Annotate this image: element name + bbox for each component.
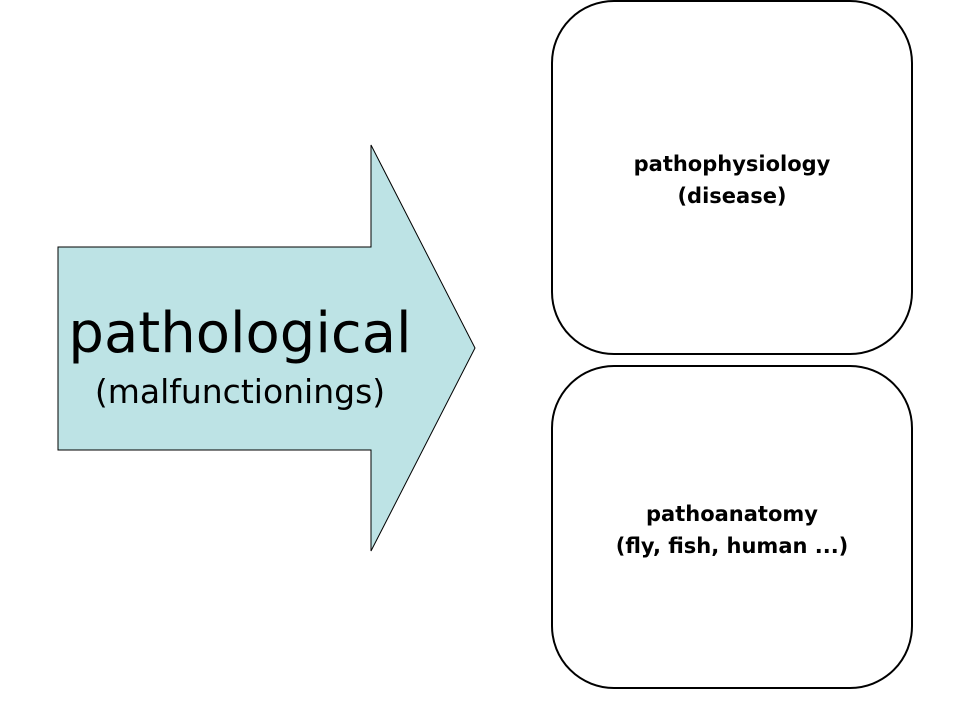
- box-pathoanatomy-frame: [551, 365, 913, 689]
- arrow-title: pathological: [68, 301, 411, 366]
- box-pathoanatomy: pathoanatomy (fly, fish, human ...): [551, 365, 913, 689]
- box-pathophysiology: pathophysiology (disease): [551, 0, 913, 355]
- arrow-shape: pathological (malfunctionings): [57, 144, 476, 552]
- arrow-subtitle: (malfunctionings): [95, 372, 385, 411]
- box-pathoanatomy-title: pathoanatomy: [646, 502, 818, 526]
- box-pathophysiology-subtitle: (disease): [677, 184, 786, 208]
- box-pathophysiology-frame: [551, 0, 913, 355]
- arrow-polygon: [57, 144, 476, 552]
- box-pathophysiology-title: pathophysiology: [634, 152, 831, 176]
- box-pathoanatomy-subtitle: (fly, fish, human ...): [616, 534, 849, 558]
